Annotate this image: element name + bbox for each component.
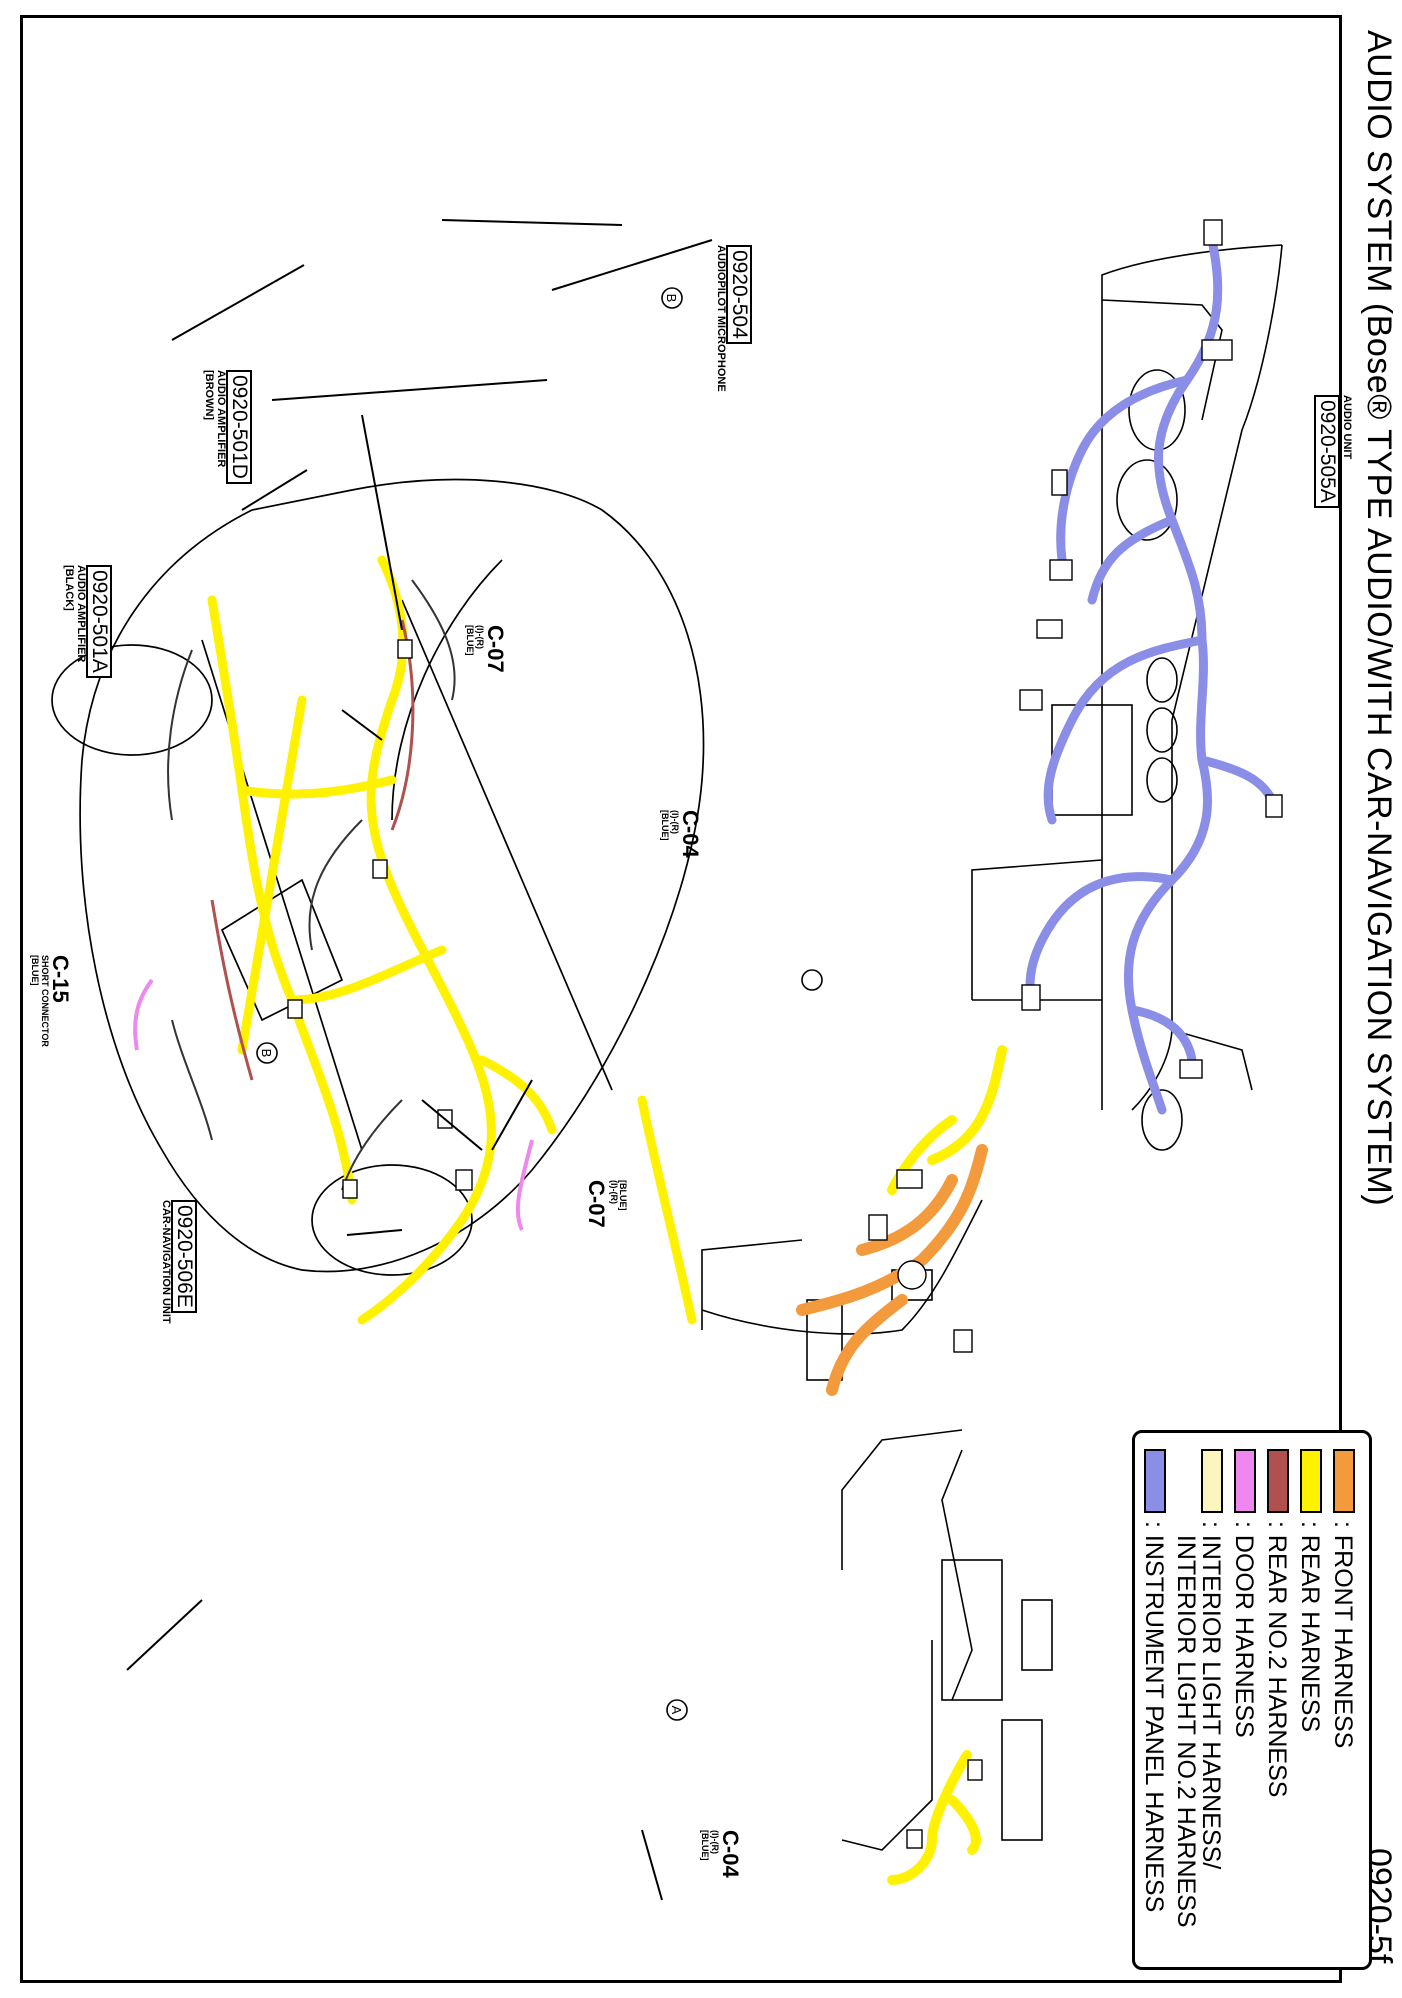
- c07-car-label: [BLUE] (I)-(R) C-07: [584, 1180, 628, 1228]
- legend-item-instrument-panel-harness: : INSTRUMENT PANEL HARNESS: [1136, 1449, 1168, 1913]
- c04-bottom-name: C-04: [718, 1830, 743, 1878]
- nav-unit-code: 0920-506E: [170, 1200, 197, 1313]
- c15-desc: SHORT CONNECTOR: [39, 955, 50, 1047]
- c04-top-name: C-04: [678, 810, 703, 858]
- legend-item-interior-light-harness: : INTERIOR LIGHT HARNESS/ INTERIOR LIGHT…: [1167, 1449, 1225, 1928]
- c15-name: C-15: [48, 955, 73, 1003]
- amp-a-label: 0920-501A AUDIO AMPLIFIER [BLACK]: [63, 565, 112, 678]
- legend-label: : REAR HARNESS: [1296, 1521, 1324, 1733]
- legend-item-rear-harness: : REAR HARNESS: [1292, 1449, 1324, 1733]
- c04-top-color: [BLUE]: [660, 810, 671, 841]
- door-harness-car: [133, 978, 534, 1231]
- legend-swatch: [1333, 1449, 1355, 1513]
- audiopilot-desc: AUDIOPILOT MICROPHONE: [714, 245, 727, 392]
- marker-a: A: [669, 1706, 684, 1715]
- marker-d-circle: [801, 969, 823, 991]
- circle-markers: [256, 287, 823, 1721]
- console-drawing: [701, 1199, 1053, 1851]
- front-harness: [796, 1144, 988, 1396]
- audio-unit-code: 0920-505A: [1314, 395, 1341, 508]
- marker-c-circle: [661, 287, 683, 309]
- audio-unit-label: AUDIO UNIT 0920-505A: [1314, 395, 1353, 508]
- legend-item-front-harness: : FRONT HARNESS: [1325, 1449, 1357, 1749]
- legend-swatch: [1234, 1449, 1256, 1513]
- legend-label: : REAR NO.2 HARNESS: [1263, 1521, 1291, 1798]
- marker-b: B: [259, 1049, 274, 1058]
- legend-label: : INTERIOR LIGHT HARNESS/ INTERIOR LIGHT…: [1172, 1521, 1225, 1928]
- nav-unit-label: 0920-506E CAR-NAVIGATION UNIT: [159, 1200, 197, 1324]
- amp-d-desc: AUDIO AMPLIFIER: [214, 370, 227, 468]
- c15-label: C-15 SHORT CONNECTOR [BLUE]: [30, 955, 73, 1047]
- instrument-panel-details: [1019, 219, 1283, 1079]
- c07-car-side: (I)-(R): [608, 1180, 619, 1204]
- marker-c: B: [664, 294, 679, 303]
- legend-label: : FRONT HARNESS: [1329, 1521, 1357, 1749]
- amp-d-color: [BROWN]: [203, 370, 216, 421]
- legend-item-rear2-harness: : REAR NO.2 HARNESS: [1259, 1449, 1291, 1798]
- audiopilot-code: 0920-504: [725, 245, 752, 344]
- amp-a-color: [BLACK]: [63, 565, 76, 611]
- audiopilot-label: 0920-504 AUDIOPILOT MICROPHONE: [714, 245, 752, 392]
- legend-item-door-harness: : DOOR HARNESS: [1226, 1449, 1258, 1738]
- legend-label: : DOOR HARNESS: [1230, 1521, 1258, 1738]
- legend-label: : INSTRUMENT PANEL HARNESS: [1140, 1521, 1168, 1913]
- amp-a-desc: AUDIO AMPLIFIER: [74, 565, 87, 663]
- amp-d-label: 0920-501D AUDIO AMPLIFIER [BROWN]: [203, 370, 252, 484]
- c07-car-color: [BLUE]: [618, 1180, 628, 1211]
- marker-a-circle: [666, 1699, 688, 1721]
- leader-lines: [126, 219, 713, 1901]
- legend-swatch: [1300, 1449, 1322, 1513]
- c04-bottom-color: [BLUE]: [700, 1830, 711, 1861]
- instrument-panel-drawing: [971, 244, 1283, 1151]
- legend-swatch: [1267, 1449, 1289, 1513]
- console-connectors: [868, 1169, 983, 1849]
- rear-harness-car: [207, 555, 697, 1325]
- c07-car-name: C-07: [584, 1180, 610, 1228]
- legend-swatch: [1201, 1449, 1223, 1513]
- c15-color: [BLUE]: [30, 955, 41, 986]
- instrument-panel-harness: [1025, 235, 1277, 1115]
- amp-d-code: 0920-501D: [225, 370, 252, 484]
- legend-swatch: [1144, 1449, 1166, 1513]
- harness-legend: : FRONT HARNESS : REAR HARNESS : REAR NO…: [1132, 1430, 1372, 1970]
- c04-bottom-label: C-04 (I)-(R) [BLUE]: [700, 1830, 743, 1878]
- rear-harness-console: [887, 1045, 1007, 1885]
- c07-top-color: [BLUE]: [465, 625, 476, 656]
- c07-top-label: C-07 (I)-(R) [BLUE]: [465, 625, 508, 673]
- c07-top-name: C-07: [483, 625, 508, 673]
- audio-unit-desc: AUDIO UNIT: [1341, 395, 1353, 460]
- c04-top-label: C-04 (I)-(R) [BLUE]: [660, 810, 703, 858]
- nav-unit-desc: CAR-NAVIGATION UNIT: [159, 1200, 172, 1324]
- amp-a-code: 0920-501A: [85, 565, 112, 678]
- marker-b-circle: [256, 1042, 278, 1064]
